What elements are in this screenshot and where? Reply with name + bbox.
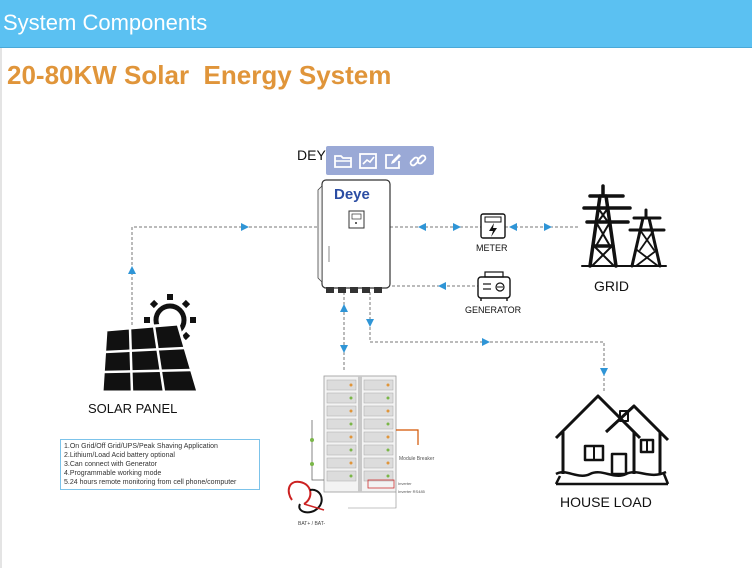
- battery-module: [363, 431, 394, 443]
- battery-cables: [287, 480, 325, 514]
- arrow-down-load: [366, 319, 374, 327]
- battery-module: [363, 392, 394, 404]
- folder-button[interactable]: [332, 150, 354, 172]
- note-item: 5.24 hours remote monitoring from cell p…: [64, 479, 237, 486]
- solar-panel-label: SOLAR PANEL: [88, 401, 177, 416]
- note-item: 1.On Grid/Off Grid/UPS/Peak Shaving Appl…: [64, 443, 218, 450]
- battery-module: [326, 470, 357, 482]
- inverter-brand: Deye: [334, 186, 370, 203]
- chart-icon: [358, 152, 377, 169]
- left-divider: [0, 48, 2, 568]
- arrow-right-solar: [241, 223, 249, 231]
- arrow-left-meter-1: [418, 223, 426, 231]
- battery-module-led: [386, 383, 390, 387]
- battery-rs485-label: Inverter RS485: [398, 489, 426, 494]
- battery-cable-label: BAT+ / BAT-: [298, 521, 326, 527]
- arrow-up-solar: [128, 266, 136, 274]
- note-item: 4.Programmable working mode: [64, 470, 162, 477]
- battery-inverter-label: Inverter: [398, 481, 412, 486]
- battery-module-led: [349, 422, 353, 426]
- battery-module-led: [349, 435, 353, 439]
- arrow-right-meter-1: [453, 223, 461, 231]
- meter-label: METER: [476, 243, 508, 253]
- page-header: System Components: [0, 0, 752, 48]
- battery-module: [326, 405, 357, 417]
- battery-module-led: [386, 474, 390, 478]
- inverter-unit: Deye: [317, 179, 391, 293]
- battery-modules: [326, 379, 394, 482]
- arrow-right-load: [482, 338, 490, 346]
- arrow-down-battery: [340, 345, 348, 353]
- battery-module: [326, 444, 357, 456]
- house-load-icon: [554, 394, 670, 486]
- battery-module: [326, 418, 357, 430]
- battery-module: [363, 379, 394, 391]
- battery-module-led: [349, 409, 353, 413]
- battery-module: [326, 379, 357, 391]
- arrow-left-generator: [438, 282, 446, 290]
- battery-module-led: [349, 474, 353, 478]
- battery-rack: [310, 375, 419, 509]
- battery-module-led: [386, 461, 390, 465]
- note-item: 2.Lithium/Load Acid battery optional: [64, 452, 175, 459]
- link-icon: [409, 154, 426, 166]
- battery-module-led: [386, 435, 390, 439]
- battery-module-label: Module Breaker: [399, 456, 435, 462]
- header-title: System Components: [3, 10, 208, 35]
- generator-icon: [477, 271, 511, 301]
- battery-module-led: [349, 448, 353, 452]
- arrow-left-meter-2: [509, 223, 517, 231]
- feature-notes: 1.On Grid/Off Grid/UPS/Peak Shaving Appl…: [60, 439, 260, 490]
- battery-module-led: [349, 461, 353, 465]
- note-item: 3.Can connect with Generator: [64, 461, 157, 468]
- meter-icon: [480, 213, 506, 239]
- battery-module: [363, 405, 394, 417]
- arrow-up-battery: [340, 304, 348, 312]
- house-load-label: HOUSE LOAD: [560, 494, 652, 510]
- generator-label: GENERATOR: [465, 305, 522, 315]
- page-title: 20-80KW Solar Energy System: [7, 60, 392, 90]
- battery-module: [363, 470, 394, 482]
- image-toolbar: [326, 146, 434, 175]
- flow-arrows: [128, 223, 608, 376]
- battery-module: [326, 431, 357, 443]
- arrow-right-meter-2: [544, 223, 552, 231]
- battery-module-led: [386, 396, 390, 400]
- solar-panel-icon: [100, 294, 201, 394]
- battery-module: [363, 418, 394, 430]
- battery-module-led: [349, 383, 353, 387]
- link-button[interactable]: [407, 150, 429, 172]
- arrow-down-house: [600, 368, 608, 376]
- battery-module: [326, 457, 357, 469]
- chart-button[interactable]: [357, 150, 379, 172]
- inverter-caption: DEY: [297, 147, 326, 163]
- battery-module-led: [386, 422, 390, 426]
- battery-module-led: [386, 409, 390, 413]
- battery-module-led: [386, 448, 390, 452]
- battery-module: [326, 392, 357, 404]
- grid-tower-icon: [581, 184, 667, 268]
- battery-module: [363, 457, 394, 469]
- edit-icon: [384, 153, 401, 169]
- battery-module-led: [349, 396, 353, 400]
- edit-button[interactable]: [382, 150, 404, 172]
- battery-module: [363, 444, 394, 456]
- folder-icon: [333, 154, 352, 168]
- grid-label: GRID: [594, 278, 629, 294]
